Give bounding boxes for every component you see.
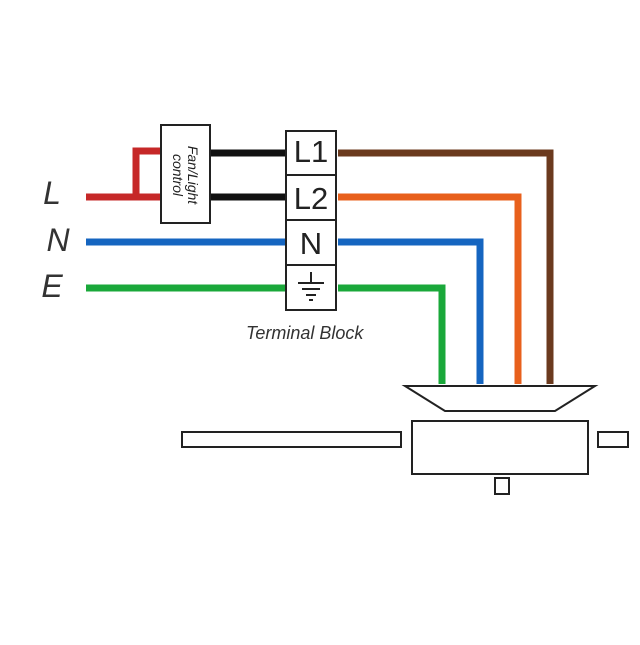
neutral-label: N <box>46 222 70 258</box>
terminal-n-label: N <box>299 226 323 261</box>
fan-live-wire <box>338 149 554 384</box>
fan-blade-left <box>181 431 402 448</box>
ceiling-fan-icon <box>181 385 629 495</box>
earth-out-wire <box>338 284 446 384</box>
earth-label: E <box>41 268 63 304</box>
terminal-block-caption: Terminal Block <box>246 323 364 343</box>
fan-light-control-label: Fan/Light control <box>170 135 201 215</box>
neutral-out-wire <box>338 238 484 384</box>
switch-label-line2: control <box>170 153 186 197</box>
live-label: L <box>43 175 61 211</box>
fan-blade-right <box>597 431 629 448</box>
earth-ground-icon <box>298 272 324 301</box>
fan-light-stub <box>494 477 510 495</box>
fan-motor-housing <box>411 420 589 475</box>
live-wire <box>86 147 162 201</box>
terminal-n-box <box>285 219 337 266</box>
light-live-wire <box>338 193 522 384</box>
terminal-l2-box <box>285 174 337 221</box>
switch-label-line1: Fan/Light <box>185 145 201 205</box>
terminal-earth-box <box>285 264 337 311</box>
fan-light-control-box <box>160 124 211 224</box>
fan-canopy <box>401 385 599 412</box>
terminal-l1-label: L1 <box>293 134 329 169</box>
terminal-l2-label: L2 <box>293 181 329 216</box>
terminal-block <box>285 130 337 311</box>
